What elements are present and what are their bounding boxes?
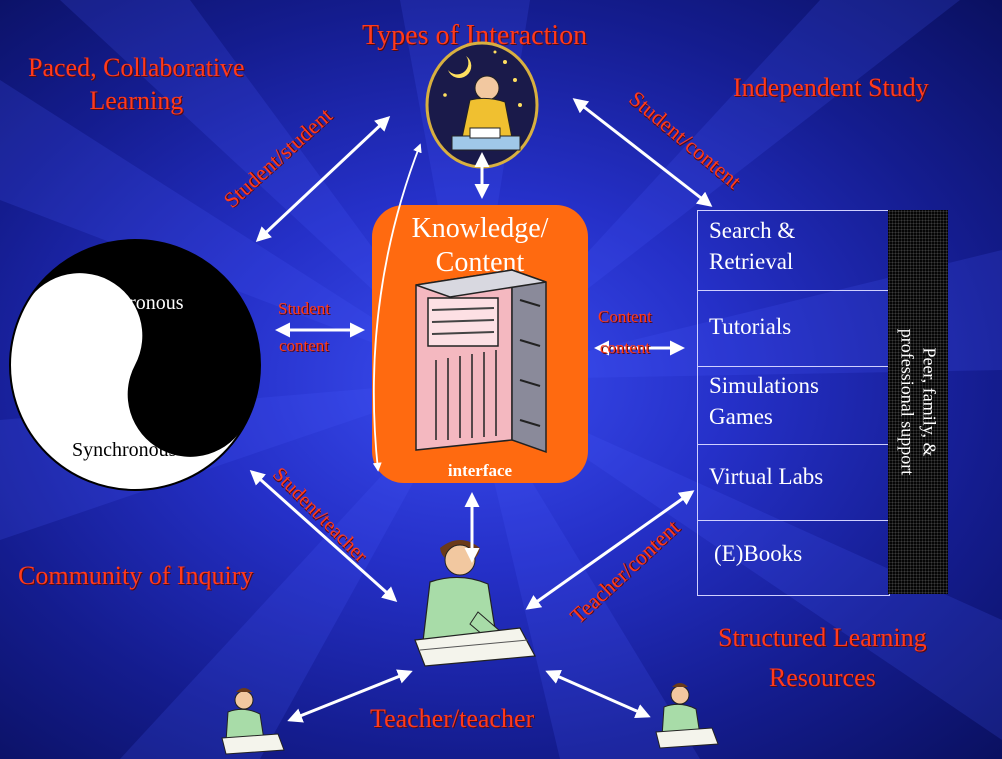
label-content-content-line2: content (599, 337, 650, 357)
knowledge-title-line1: Knowledge/ (411, 213, 549, 244)
corner-top-right-label: Independent Study (733, 73, 929, 102)
yin-yang-icon (9, 239, 261, 491)
resource-row-simulations-line2: Games (709, 404, 773, 430)
arrow-teacher-content (525, 490, 695, 610)
corner-top-left-line2: Learning (89, 85, 184, 115)
label-student-content-left: Student content (278, 299, 330, 355)
label-content-content: Content content (598, 307, 652, 357)
student-night-study-icon (425, 41, 539, 169)
corner-top-left-line1: Paced, Collaborative (28, 53, 245, 82)
resource-row-simulations-line1: Simulations (709, 373, 819, 398)
resource-row-ebooks-label: (E)Books (714, 541, 803, 566)
corner-bottom-left-label: Community of Inquiry (18, 561, 254, 590)
synchronous-label: Synchronous (72, 439, 177, 461)
label-student-content-left-line1: Student (278, 299, 330, 318)
asynchronous-label: Asynchronous (68, 292, 184, 314)
label-content-content-line1: Content (598, 307, 652, 326)
small-teacher-left-icon (221, 688, 285, 755)
support-strip (888, 210, 948, 594)
arrow-student-student (255, 115, 391, 243)
small-teacher-right-icon (655, 683, 719, 749)
interaction-arrows (249, 98, 713, 723)
computer-server-icon (415, 268, 547, 454)
teacher-icon (414, 540, 536, 667)
arrow-curve-left (372, 143, 422, 472)
resource-row-simulations: Simulations Games (698, 367, 889, 445)
resources-table: Search & Retrieval Tutorials Simulations… (697, 210, 890, 596)
corner-bottom-right-label: Structured Learning Resources (718, 618, 927, 699)
resource-row-tutorials: Tutorials (698, 291, 889, 367)
label-teacher-teacher: Teacher/teacher (370, 704, 535, 733)
arrow-student-content-top (572, 98, 713, 207)
resource-row-search-line2: Retrieval (709, 249, 794, 275)
arrow-teacher-teacher-right (545, 669, 651, 719)
resource-row-search-line1: Search & (709, 218, 796, 243)
arrow-teacher-teacher-left (287, 669, 413, 723)
corner-top-left-label: Paced, Collaborative Learning (28, 52, 245, 117)
resource-row-tutorials-label: Tutorials (709, 314, 792, 339)
resource-row-search: Search & Retrieval (698, 211, 889, 291)
corner-bottom-right-line1: Structured Learning (718, 623, 927, 652)
label-student-content-left-line2: content (278, 335, 329, 355)
resource-row-ebooks: (E)Books (698, 521, 889, 595)
corner-bottom-right-line2: Resources (768, 663, 876, 693)
resource-row-virtual-labs: Virtual Labs (698, 445, 889, 521)
resource-row-virtual-labs-label: Virtual Labs (709, 464, 824, 489)
interface-label: interface (447, 461, 513, 480)
arrow-student-teacher (249, 469, 398, 603)
